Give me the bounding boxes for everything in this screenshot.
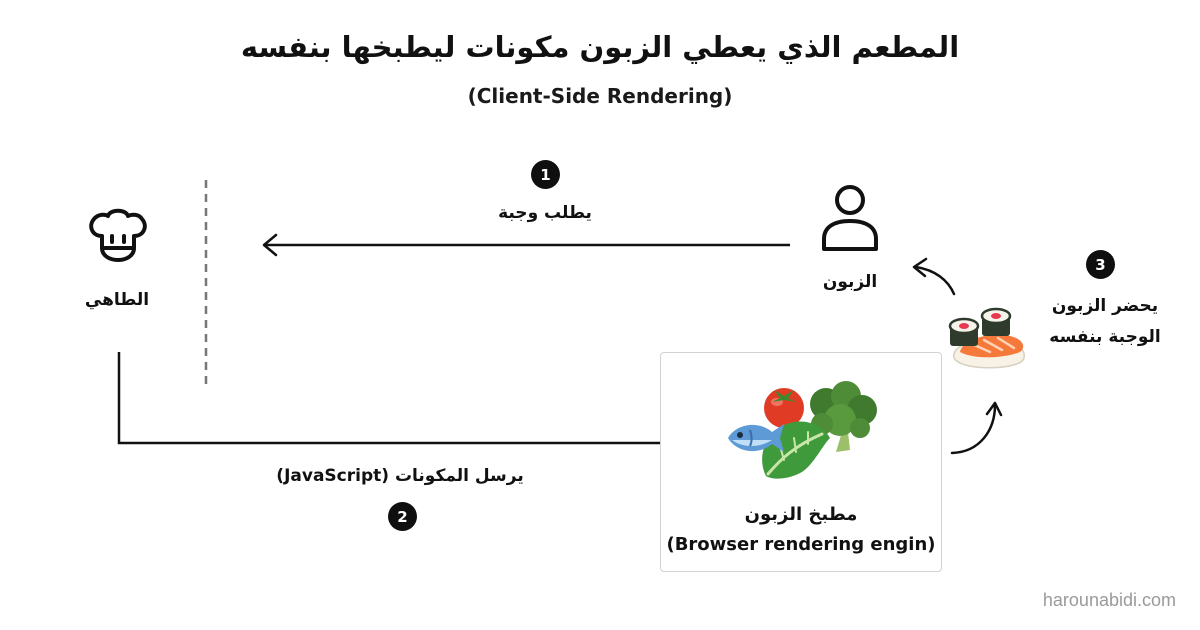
- serve-arrow: [912, 257, 956, 296]
- step-3-badge: 3: [1086, 250, 1115, 279]
- user-icon: [822, 185, 878, 251]
- step-1-label: يطلب وجبة: [498, 203, 592, 223]
- page-subtitle: (Client-Side Rendering): [467, 84, 733, 108]
- customer-label: الزبون: [822, 272, 878, 292]
- sushi-icon: [948, 307, 1025, 369]
- step-1-badge: 1: [531, 160, 560, 189]
- step-3-label-line1: يحضر الزبون: [1051, 296, 1159, 316]
- step-3-label-line2: الوجبة بنفسه: [1049, 327, 1161, 347]
- lettuce-icon: [762, 421, 830, 479]
- chef-hat-icon: [89, 208, 147, 262]
- kitchen-sublabel: (Browser rendering engin): [666, 534, 936, 555]
- credit-text[interactable]: harounabidi.com: [1042, 590, 1176, 610]
- cook-arrow: [950, 401, 1003, 455]
- ingredients-arrow: [117, 352, 692, 455]
- broccoli-icon: [810, 381, 877, 452]
- chef-label: الطاهي: [84, 290, 150, 310]
- request-arrow: [262, 233, 790, 257]
- client-kitchen-box: [660, 352, 942, 572]
- tomato-icon: [764, 388, 804, 428]
- fish-icon: [728, 424, 784, 452]
- ingredients-illustration: [728, 381, 877, 479]
- page-title: المطعم الذي يعطي الزبون مكونات ليطبخها ب…: [240, 30, 960, 64]
- step-2-badge: 2: [388, 502, 417, 531]
- step-2-label: يرسل المكونات (JavaScript): [276, 466, 524, 486]
- kitchen-label: مطبخ الزبون: [744, 504, 858, 525]
